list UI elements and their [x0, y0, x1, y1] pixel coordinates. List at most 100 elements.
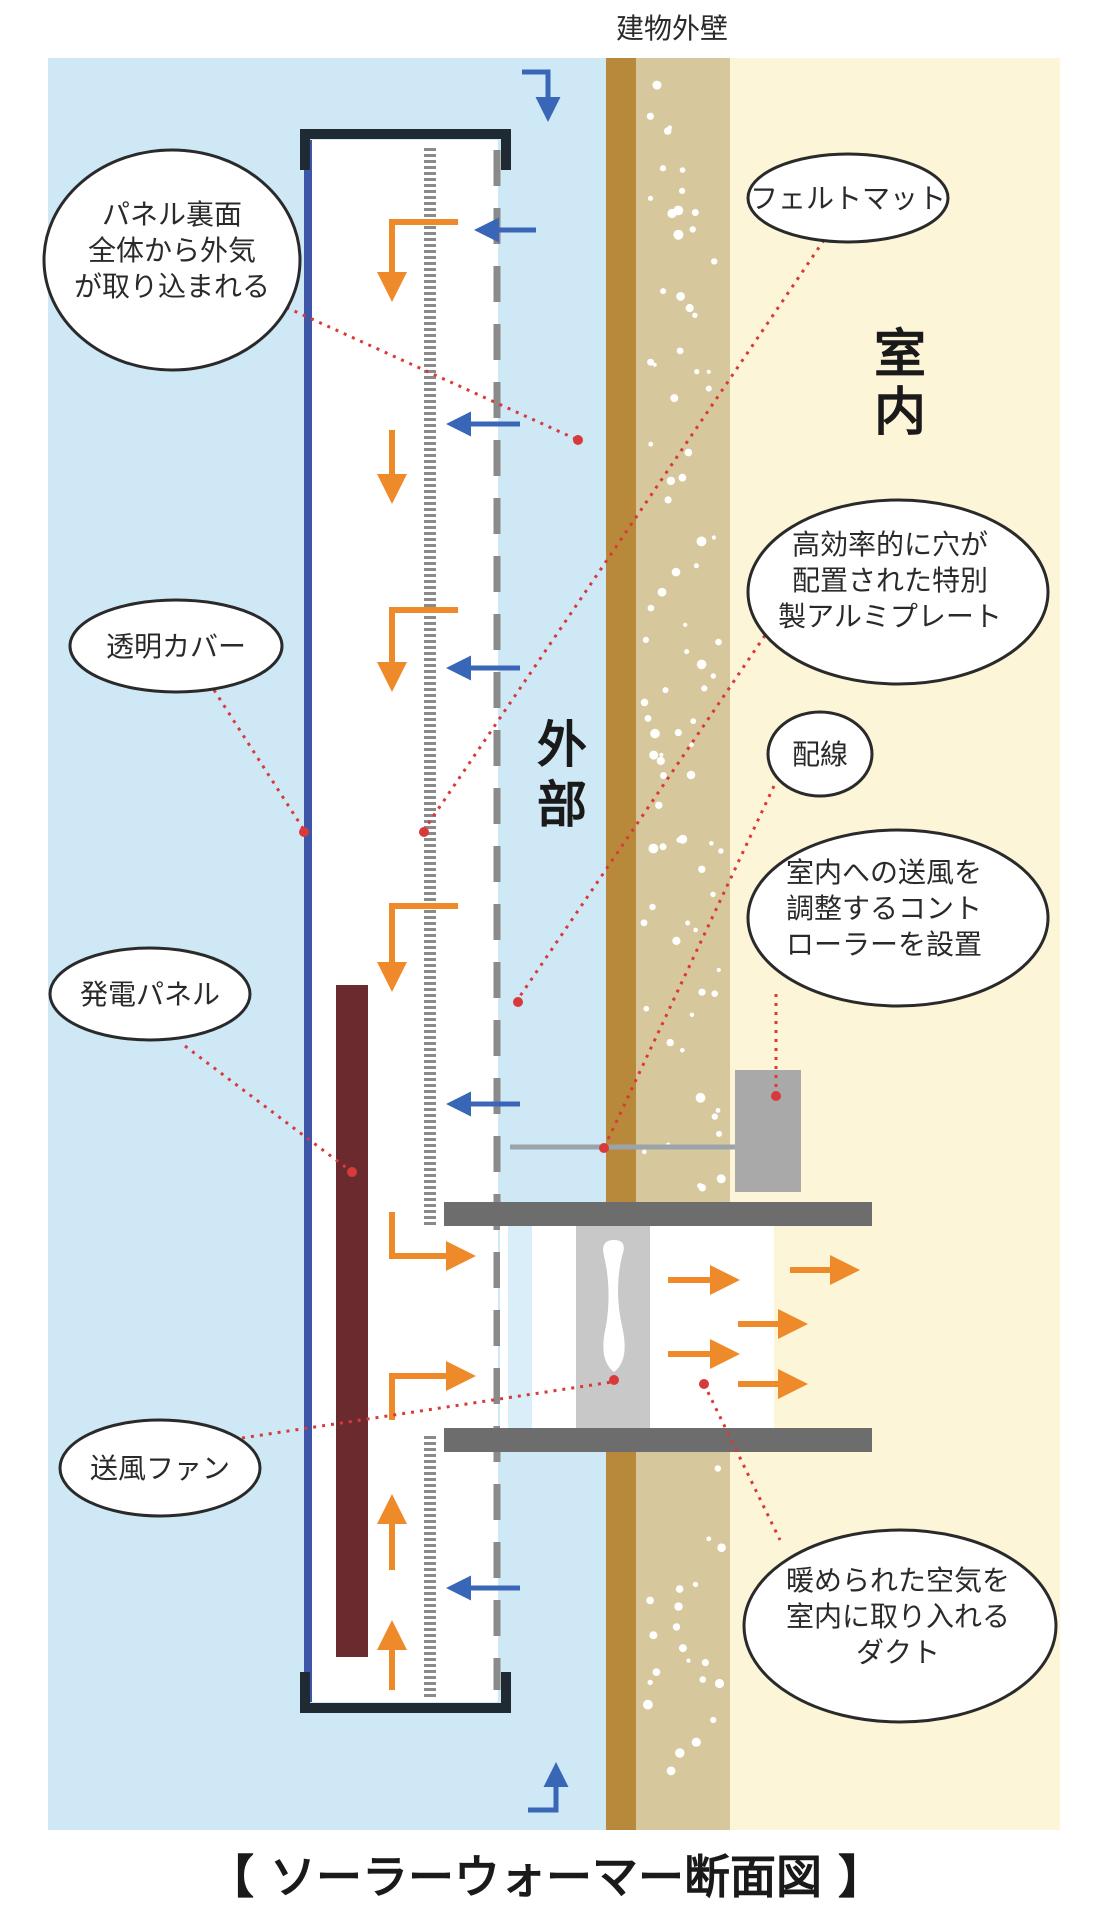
power-generation-panel: [336, 985, 368, 1657]
insulation-dot: [686, 770, 696, 780]
insulation-dot: [679, 167, 686, 173]
callout-fan: 送風ファン: [58, 1418, 262, 1518]
insulation-dot: [647, 195, 654, 201]
insulation-dot: [659, 165, 667, 172]
svg-text:発電パネル: 発電パネル: [80, 978, 220, 1011]
insulation-dot: [673, 229, 684, 240]
insulation-dot: [640, 698, 649, 707]
insulation-dot: [699, 1676, 707, 1683]
leader-dot: [599, 1143, 609, 1153]
insulation-dot: [711, 258, 718, 265]
callout-line: ダクト: [856, 1636, 940, 1669]
insulation-dot: [691, 1737, 701, 1747]
insulation-dot: [672, 1623, 681, 1631]
insulation-dot: [670, 394, 679, 403]
insulation-dot: [675, 1748, 685, 1758]
wall-label: 建物外壁: [616, 12, 728, 45]
leader-panel-back: [269, 298, 579, 442]
leader-transparent-cover: [212, 689, 306, 831]
insulation-dot: [643, 1005, 650, 1012]
leader-dot: [573, 435, 583, 445]
callout-line: 製アルミプレート: [778, 600, 1002, 633]
insulation-dot: [710, 1716, 717, 1724]
leader-aluminum-plate: [514, 627, 772, 1003]
insulation-dot: [660, 772, 667, 779]
insulation-dot: [667, 125, 672, 130]
insulation-dot: [678, 473, 687, 482]
insulation-dot: [715, 638, 722, 646]
insulation-dot: [696, 659, 707, 670]
indoor-label-char-1: 室: [874, 325, 926, 385]
insulation-dot: [672, 936, 681, 946]
insulation-dot: [684, 649, 690, 655]
insulation-dot: [689, 742, 694, 747]
insulation-dot: [646, 112, 655, 120]
insulation-dot: [706, 369, 711, 374]
wall-insulation: [636, 58, 730, 1830]
leader-dot: [347, 1167, 357, 1177]
airflow-arrow: [377, 219, 458, 302]
insulation-dot: [715, 1108, 721, 1113]
insulation-dot: [685, 304, 694, 313]
callout-felt-mat: フェルトマット: [746, 152, 950, 244]
outdoor-label-char-1: 外: [537, 716, 587, 774]
callout-power-panel: 発電パネル: [48, 946, 252, 1042]
insulation-dot: [662, 687, 669, 694]
insulation-dot: [657, 587, 667, 597]
duct-upper-wall: [444, 1202, 872, 1226]
insulation-dot: [649, 903, 656, 911]
callout-controller: 室内への送風を調整するコントローラーを設置: [746, 828, 1050, 1008]
insulation-dot: [698, 988, 706, 996]
leader-duct: [702, 1383, 782, 1541]
insulation-dot: [666, 1038, 674, 1047]
insulation-dot: [717, 1543, 726, 1552]
insulation-dot: [673, 205, 684, 216]
insulation-dot: [710, 891, 716, 897]
fan-icon: [603, 1240, 625, 1372]
insulation-dot: [655, 801, 663, 809]
outdoor-label-char-2: 部: [537, 776, 587, 834]
insulation-dot: [689, 226, 696, 233]
leader-lines: [184, 239, 826, 1541]
callout-line: 全体から外気: [88, 234, 256, 267]
callout-line: 発電パネル: [80, 978, 220, 1011]
insulation-dot: [642, 1149, 647, 1155]
callout-line: 室内への送風を: [786, 856, 982, 889]
insulation-dot: [652, 1668, 661, 1676]
insulation-dot: [643, 1699, 653, 1710]
insulation-dot: [648, 441, 654, 447]
svg-text:暖められた空気を室内に取り入れるダクト: 暖められた空気を室内に取り入れるダクト: [786, 1564, 1010, 1669]
airflow-arrow: [522, 69, 561, 122]
insulation-dot: [714, 1678, 725, 1689]
insulation-dot: [664, 496, 672, 504]
insulation-dot: [711, 1113, 718, 1120]
insulation-dot: [648, 843, 659, 854]
insulation-dot: [690, 718, 697, 725]
insulation-dot: [696, 536, 707, 547]
insulation-dot: [698, 865, 706, 873]
transparent-cover: [304, 140, 312, 1702]
insulation-dot: [716, 1174, 726, 1184]
callout-transparent-cover: 透明カバー: [68, 598, 284, 694]
callout-line: 配線: [792, 738, 848, 771]
insulation-dot: [706, 1536, 712, 1542]
insulation-dot: [644, 715, 652, 722]
leader-dot: [609, 1375, 619, 1385]
insulation-dot: [697, 1183, 703, 1189]
callout-wiring: 配線: [766, 710, 874, 798]
insulation-dot: [650, 728, 660, 739]
insulation-dot: [689, 1012, 695, 1017]
insulation-dot: [684, 448, 693, 457]
insulation-dot: [692, 1581, 699, 1588]
insulation-dot: [711, 990, 718, 997]
svg-text:フェルトマット: フェルトマット: [750, 182, 946, 215]
callout-line: が取り込まれる: [74, 270, 270, 303]
insulation-dot: [716, 1130, 722, 1137]
callout-line: ローラーを設置: [786, 928, 982, 961]
insulation-dot: [640, 919, 648, 927]
callout-line: パネル裏面: [102, 198, 242, 231]
diagram-title: 【 ソーラーウォーマー断面図 】: [208, 1850, 884, 1904]
insulation-dot: [710, 673, 716, 679]
airflow-arrow: [377, 607, 458, 692]
insulation-dot: [701, 685, 708, 692]
